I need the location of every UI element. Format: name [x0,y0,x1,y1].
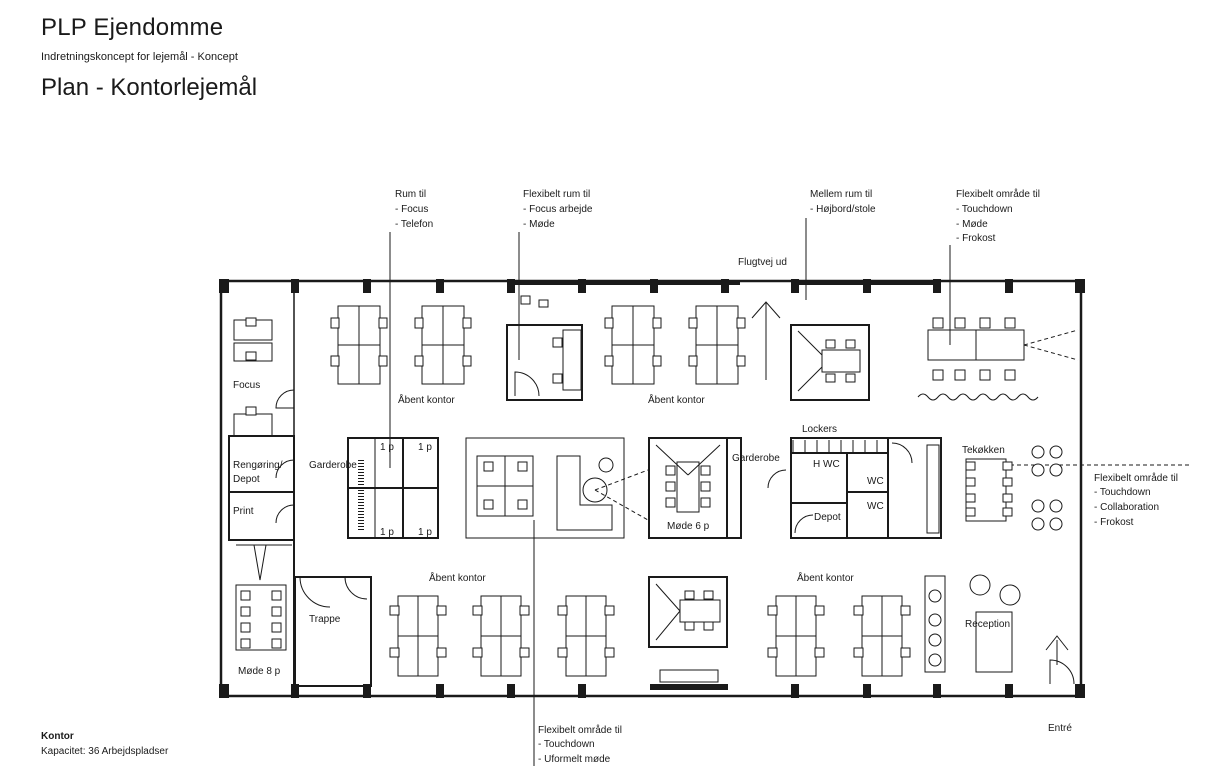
plan-title: Plan - Kontorlejemål [41,74,258,101]
label-1p-c: 1 p [380,527,394,538]
callout-flex-bottom: Flexibelt område til - Touchdown - Uform… [538,724,622,765]
svg-text:Flexibelt rum til: Flexibelt rum til [523,189,590,200]
svg-text:- Focus arbejde: - Focus arbejde [523,204,593,215]
svg-text:- Frokost: - Frokost [956,233,996,244]
svg-text:- Uformelt møde: - Uformelt møde [538,754,611,765]
label-focus: Focus [233,380,260,391]
label-wc1: WC [867,476,884,487]
label-aabent-tl: Åbent kontor [398,393,455,406]
label-flugtvej: Flugtvej ud [738,257,787,268]
svg-text:- Touchdown: - Touchdown [956,204,1013,215]
label-aabent-br: Åbent kontor [797,571,854,584]
svg-text:Flexibelt område til: Flexibelt område til [538,724,622,736]
callout-mellem: Mellem rum til - Højbord/stole [810,189,876,215]
svg-text:- Møde: - Møde [956,219,988,230]
svg-text:- Focus: - Focus [395,204,428,215]
label-1p-a: 1 p [380,442,394,453]
label-aabent-tr: Åbent kontor [648,393,705,406]
label-aabent-bl: Åbent kontor [429,571,486,584]
svg-text:Flexibelt område til: Flexibelt område til [1094,472,1178,484]
label-wc2: WC [867,501,884,512]
label-garderobe-mid: Garderobe [732,453,780,464]
callout-rum: Rum til - Focus - Telefon [395,189,433,230]
svg-text:- Touchdown: - Touchdown [538,739,595,750]
label-mode8: Møde 8 p [238,666,281,677]
callout-flex-rum: Flexibelt rum til - Focus arbejde - Møde [523,189,593,230]
label-1p-d: 1 p [418,527,432,538]
callout-flex-right: Flexibelt område til - Touchdown - Colla… [1094,472,1178,528]
svg-text:- Collaboration: - Collaboration [1094,502,1159,513]
columns [219,279,1085,698]
svg-text:Flexibelt område til: Flexibelt område til [956,188,1040,200]
svg-text:- Højbord/stole: - Højbord/stole [810,204,876,215]
label-lockers: Lockers [802,424,837,435]
label-rengoring: Rengøring/ [233,460,283,471]
label-garderobe-left: Garderobe [309,460,357,471]
label-entre: Entré [1048,723,1072,734]
svg-text:- Telefon: - Telefon [395,219,433,230]
label-1p-b: 1 p [418,442,432,453]
label-reception: Reception [965,619,1010,630]
svg-text:- Møde: - Møde [523,219,555,230]
chairs [240,317,1063,667]
label-trappe: Trappe [309,614,341,625]
svg-text:- Frokost: - Frokost [1094,517,1134,528]
label-depot-left: Depot [233,474,260,485]
footer-heading: Kontor [41,731,74,742]
capacity-text: Kapacitet: 36 Arbejdspladser [41,746,169,757]
label-hwc: H WC [813,459,840,470]
label-tekokken: Tekøkken [962,445,1005,456]
callout-flex-top: Flexibelt område til - Touchdown - Møde … [956,188,1040,244]
label-mode6: Møde 6 p [667,521,710,532]
page-subtitle: Indretningskoncept for lejemål - Koncept [41,51,238,63]
page-title: PLP Ejendomme [41,14,224,41]
svg-text:Rum til: Rum til [395,189,426,200]
svg-text:- Touchdown: - Touchdown [1094,487,1151,498]
svg-text:Mellem rum til: Mellem rum til [810,189,872,200]
desk-cluster-bl [397,595,903,677]
label-depot: Depot [814,512,841,523]
label-print: Print [233,506,254,517]
desk-cluster-tl [337,305,739,385]
